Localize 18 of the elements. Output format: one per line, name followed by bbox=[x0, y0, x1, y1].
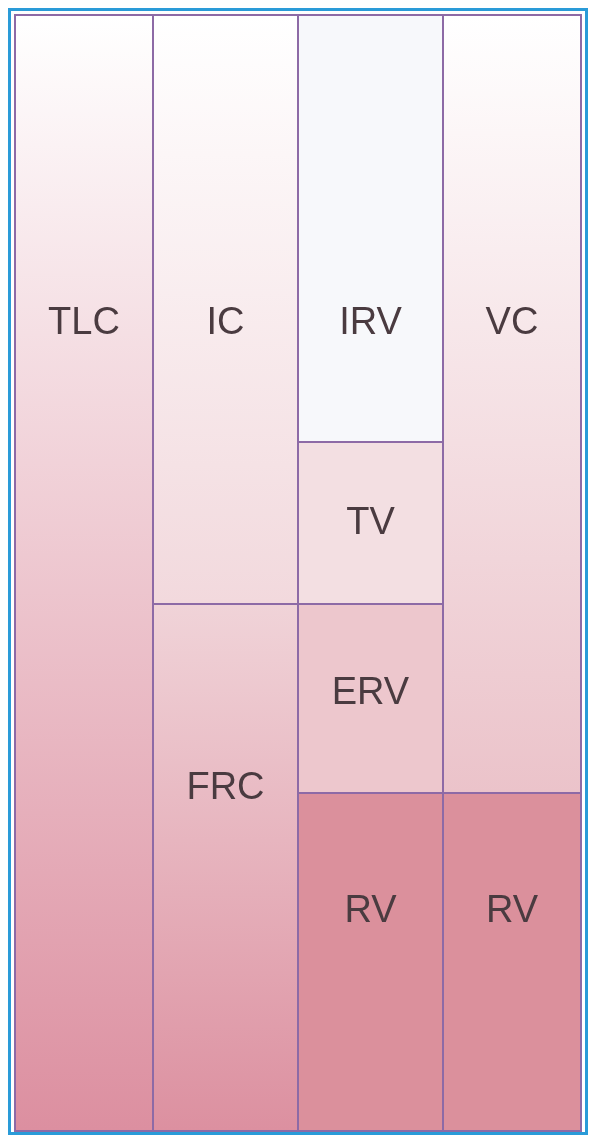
volume-label: RV bbox=[343, 888, 398, 931]
volume-box bbox=[297, 441, 444, 605]
volume-box bbox=[442, 792, 582, 1132]
volume-box bbox=[152, 14, 299, 605]
volume-label: TLC bbox=[47, 300, 121, 343]
volume-label: TV bbox=[345, 500, 396, 543]
volume-box bbox=[297, 603, 444, 794]
volume-box bbox=[14, 14, 154, 1132]
volume-label: IRV bbox=[338, 300, 403, 343]
volume-box bbox=[442, 14, 582, 794]
volume-box bbox=[152, 603, 299, 1132]
volume-label: RV bbox=[484, 888, 540, 931]
volume-label: VC bbox=[484, 300, 540, 343]
volume-label: IC bbox=[205, 300, 246, 343]
volume-box bbox=[297, 14, 444, 443]
volume-box bbox=[297, 792, 444, 1132]
volume-label: FRC bbox=[185, 765, 266, 808]
volume-label: ERV bbox=[330, 670, 411, 713]
